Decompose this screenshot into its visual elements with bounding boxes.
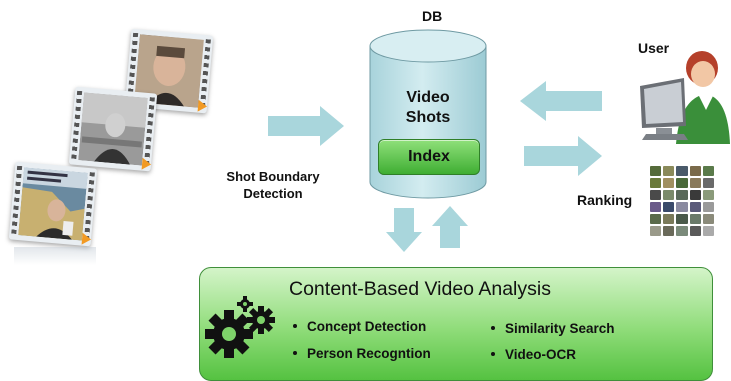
bullet-similarity-search: Similarity Search (491, 321, 615, 336)
video-shots-line2: Shots (405, 109, 451, 126)
gears-icon (205, 296, 275, 358)
bullet-label: Similarity Search (505, 321, 615, 336)
thumbnail-grid-icon (648, 164, 716, 238)
film-frame-middle (68, 86, 158, 172)
user-label: User (638, 40, 670, 56)
analysis-title: Content-Based Video Analysis (289, 278, 551, 300)
arrow-left-from-user (520, 81, 602, 121)
index-button[interactable]: Index (378, 139, 480, 175)
film-frame-icon (134, 34, 204, 108)
bullet-label: Person Recogntion (307, 346, 431, 361)
bullet-concept-detection: Concept Detection (293, 319, 426, 334)
film-reflection (14, 247, 96, 265)
video-shots-line1: Video (406, 89, 450, 106)
arrow-right-to-db (268, 106, 344, 146)
bullet-label: Concept Detection (307, 319, 427, 334)
film-frame-icon (78, 92, 148, 166)
bullet-person-recognition: Person Recogntion (293, 346, 431, 361)
film-frame-bottom (8, 161, 98, 247)
arrow-down-to-analysis (386, 208, 422, 252)
film-frame-top (124, 28, 214, 114)
film-frame-icon (18, 167, 88, 241)
ranking-label: Ranking (577, 192, 633, 208)
arrow-right-to-ranking (524, 136, 602, 176)
shot-boundary-line2: Detection (243, 186, 303, 201)
user-at-computer-icon (640, 51, 730, 144)
video-shots-label: Video Shots (388, 88, 468, 128)
bullet-video-ocr: Video-OCR (491, 347, 576, 362)
analysis-panel (199, 267, 713, 381)
arrow-up-to-db (432, 206, 468, 248)
shot-boundary-line1: Shot Boundary (226, 169, 320, 184)
shot-boundary-label: Shot Boundary Detection (218, 168, 328, 202)
bullet-label: Video-OCR (505, 347, 577, 362)
db-label: DB (422, 8, 443, 24)
